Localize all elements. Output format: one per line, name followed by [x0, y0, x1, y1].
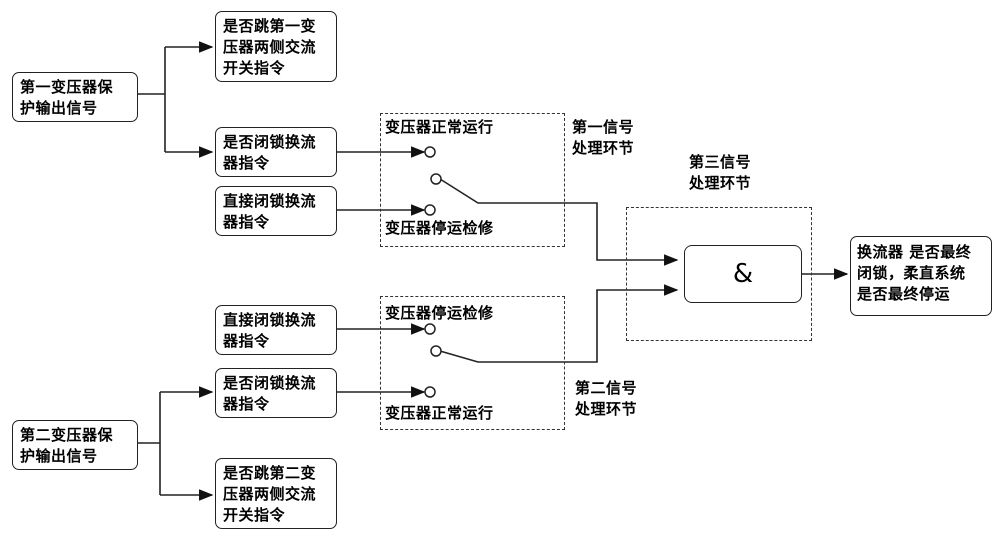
lock-converter-command-2: 是否闭锁换流 器指令 — [215, 368, 337, 418]
stage1-title: 第一信号 处理环节 — [572, 118, 635, 157]
stage3-title: 第三信号 处理环节 — [688, 153, 751, 192]
stage2-title: 第二信号 处理环节 — [575, 379, 638, 418]
t2-protection-output: 第二变压器保 护输出信号 — [12, 420, 138, 470]
t1-protection-output: 第一变压器保 护输出信号 — [12, 72, 138, 122]
stage3-frame — [626, 207, 812, 341]
stage2-frame — [380, 296, 565, 430]
switch-pivot-1 — [430, 173, 442, 185]
trip-t1-ac-command: 是否跳第一变 压器两侧交流 开关指令 — [215, 11, 337, 82]
stage1-frame — [380, 113, 565, 247]
lock-converter-command-1: 是否闭锁换流 器指令 — [215, 127, 337, 177]
switch-contact-normal-2 — [424, 386, 436, 398]
direct-lock-command-2: 直接闭锁换流 器指令 — [215, 305, 337, 355]
and-gate: & — [684, 245, 802, 303]
final-output-result: 换流器 是否最终 闭锁，柔直系统 是否最终停运 — [850, 236, 992, 316]
stage2-normal-label: 变压器正常运行 — [385, 404, 494, 422]
trip-t2-ac-command: 是否跳第二变 压器两侧交流 开关指令 — [215, 458, 337, 529]
switch-contact-outage-1 — [424, 204, 436, 216]
switch-contact-normal-1 — [424, 146, 436, 158]
switch-lever-1 — [439, 178, 679, 266]
switch-contact-outage-2 — [424, 323, 436, 335]
switch-pivot-2 — [430, 345, 442, 357]
stage1-outage-label: 变压器停运检修 — [385, 219, 494, 237]
and-symbol: & — [732, 259, 754, 289]
stage1-normal-label: 变压器正常运行 — [385, 118, 494, 136]
stage2-outage-label: 变压器停运检修 — [385, 304, 494, 322]
direct-lock-command-1: 直接闭锁换流 器指令 — [215, 186, 337, 236]
switch-lever-2 — [439, 284, 679, 363]
